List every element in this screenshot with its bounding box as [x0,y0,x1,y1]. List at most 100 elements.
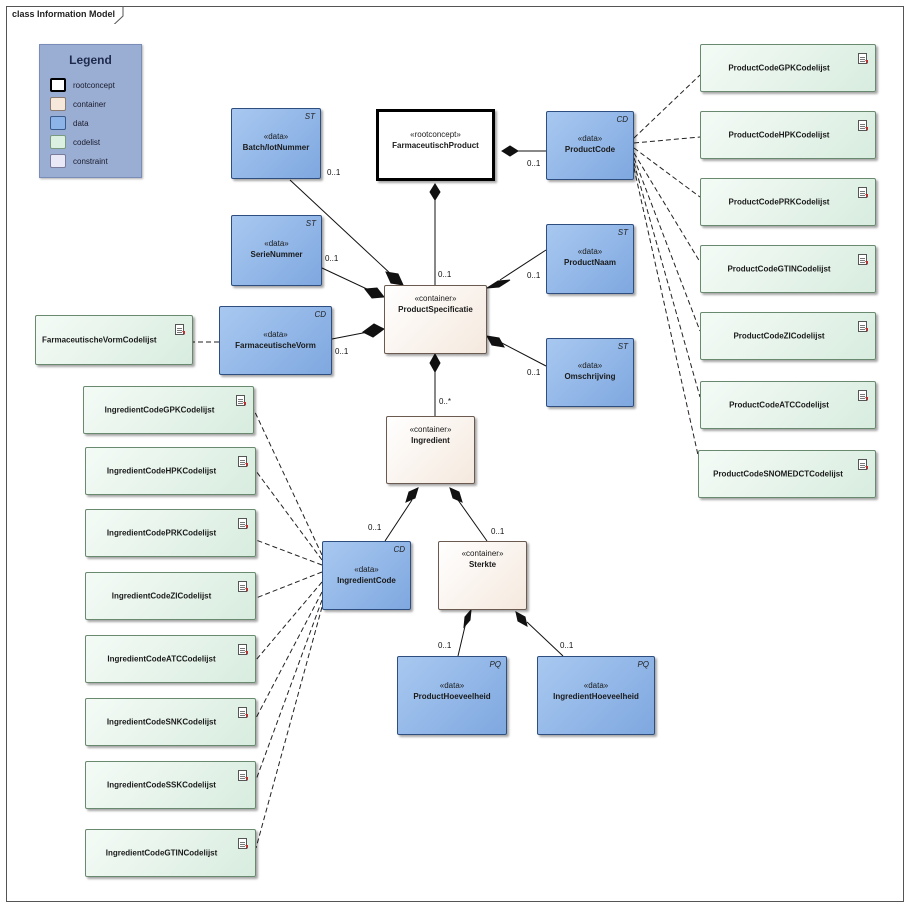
type-tag: ST [617,342,628,351]
frame-title: class Information Model [12,9,116,19]
composition-diamond [449,487,463,503]
legend-swatch [50,154,66,168]
codelist-ingredient-ssk[interactable]: IngredientCodeSSKCodelijst [85,761,256,809]
edge-pcode-cl-atc [633,162,701,398]
stereotype: «container» [461,549,504,558]
document-icon [858,321,868,332]
node-sterkte[interactable]: «container» Sterkte [438,541,527,610]
document-icon [238,456,248,467]
document-icon [858,187,868,198]
codelist-name: ProductCodeGTINCodelijst [727,264,831,274]
node-product-hoeveelheid[interactable]: PQ «data» ProductHoeveelheid [397,656,507,735]
codelist-ingredient-zi[interactable]: IngredientCodeZICodelijst [85,572,256,620]
codelist-product-prk[interactable]: ProductCodePRKCodelijst [700,178,876,226]
node-name: Omschrijving [564,372,616,381]
codelist-ingredient-atc[interactable]: IngredientCodeATCCodelijst [85,635,256,683]
node-product-code[interactable]: CD «data» ProductCode [546,111,634,180]
stereotype: «data» [354,565,379,574]
edge-icode-cl-gpk [253,409,323,556]
codelist-ingredient-gpk[interactable]: IngredientCodeGPKCodelijst [83,386,254,434]
node-farmaceutisch-product[interactable]: «rootconcept» FarmaceutischProduct [376,109,495,181]
codelist-product-zi[interactable]: ProductCodeZICodelijst [700,312,876,360]
composition-diamond [429,352,441,374]
edge-icode-cl-hpk [255,470,323,561]
legend-label: constraint [73,157,108,166]
codelist-farmaceutische-vorm[interactable]: FarmaceutischeVormCodelijst [35,315,193,365]
codelist-ingredient-hpk[interactable]: IngredientCodeHPKCodelijst [85,447,256,495]
stereotype: «container» [409,425,452,434]
composition-diamond [486,279,511,289]
codelist-name: ProductCodeSNOMEDCTCodelijst [713,469,843,479]
node-product-naam[interactable]: ST «data» ProductNaam [546,224,634,294]
codelist-product-gpk[interactable]: ProductCodeGPKCodelijst [700,44,876,92]
multiplicity-ihoev: 0..1 [560,641,574,650]
edge-ingr-sterk [457,499,488,542]
legend-title: Legend [69,53,112,67]
edge-pcode-cl-gpk [633,74,701,139]
codelist-name: ProductCodeHPKCodelijst [728,130,830,140]
codelist-name: FarmaceutischeVormCodelijst [42,335,157,345]
edge-ingr-icode [384,499,413,542]
edge-pcode-cl-gtin [633,152,701,263]
stereotype: «data» [577,361,603,370]
document-icon [238,581,248,592]
multiplicity-phoev: 0..1 [438,641,452,650]
codelist-name: IngredientCodeGPKCodelijst [104,405,215,415]
stereotype: «data» [263,330,288,339]
legend-swatch [50,78,66,92]
type-tag: PQ [637,660,649,669]
node-name: FarmaceutischeVorm [235,341,316,350]
edge-icode-cl-zi [255,571,323,599]
multiplicity-icode: 0..1 [368,523,382,532]
node-ingredient-code[interactable]: CD «data» IngredientCode [322,541,411,610]
edge-pnaam-pspec [499,249,547,281]
codelist-name: ProductCodeGPKCodelijst [728,63,830,73]
document-icon [238,644,248,655]
document-icon [858,459,868,470]
codelist-product-atc[interactable]: ProductCodeATCCodelijst [700,381,876,429]
codelist-product-gtin[interactable]: ProductCodeGTINCodelijst [700,245,876,293]
edge-icode-cl-prk [255,539,323,566]
edge-pcode-cl-hpk [633,136,701,144]
frame-tab [6,6,124,24]
codelist-product-hpk[interactable]: ProductCodeHPKCodelijst [700,111,876,159]
type-tag: PQ [489,660,501,669]
codelist-ingredient-gtin[interactable]: IngredientCodeGTINCodelijst [85,829,256,877]
stereotype: «data» [577,247,603,256]
multiplicity-sterk: 0..1 [491,527,505,536]
codelist-name: ProductCodePRKCodelijst [728,197,830,207]
edge-sterk-ihoev [526,621,564,657]
multiplicity-omsch: 0..1 [527,368,541,377]
node-omschrijving[interactable]: ST «data» Omschrijving [546,338,634,407]
multiplicity-pcode: 0..1 [527,159,541,168]
multiplicity-ingr: 0..* [439,397,452,406]
node-farmaceutische-vorm[interactable]: CD «data» FarmaceutischeVorm [219,306,332,375]
document-icon [858,390,868,401]
type-tag: ST [305,219,316,228]
composition-diamond [463,608,472,629]
codelist-name: IngredientCodeATCCodelijst [107,654,216,664]
edge-pcode-cl-prk [633,147,701,198]
node-name: IngredientHoeveelheid [553,692,639,701]
document-icon [238,770,248,781]
composition-diamond [486,335,505,348]
composition-diamond [364,287,385,299]
node-ingredient-hoeveelheid[interactable]: PQ «data» IngredientHoeveelheid [537,656,655,735]
multiplicity-serie: 0..1 [325,254,339,263]
codelist-name: ProductCodeZICodelijst [733,331,825,341]
edge-pcode-cl-snomed [633,167,701,465]
node-serie-nummer[interactable]: ST «data» SerieNummer [231,215,322,286]
multiplicity-pnaam: 0..1 [527,271,541,280]
node-ingredient[interactable]: «container» Ingredient [386,416,475,484]
codelist-ingredient-snk[interactable]: IngredientCodeSNKCodelijst [85,698,256,746]
composition-diamond [362,323,385,338]
composition-diamond [385,271,404,286]
node-product-specificatie[interactable]: «container» ProductSpecificatie [384,285,487,354]
codelist-product-snomedct[interactable]: ProductCodeSNOMEDCTCodelijst [698,450,876,498]
document-icon [238,838,248,849]
type-tag: CD [393,545,405,554]
codelist-ingredient-prk[interactable]: IngredientCodePRKCodelijst [85,509,256,557]
type-tag: CD [616,115,628,124]
node-batch-lot-nummer[interactable]: ST «data» Batch/lotNummer [231,108,321,179]
stereotype: «data» [264,239,289,248]
